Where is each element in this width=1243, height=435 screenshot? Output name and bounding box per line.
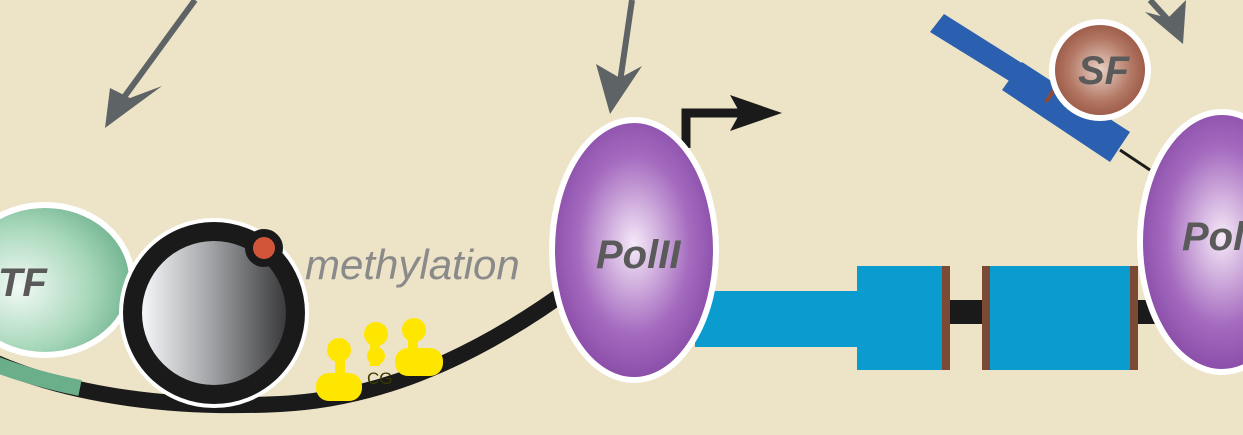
- arrow-icon: [596, 64, 642, 114]
- methyl-groups: [316, 318, 443, 401]
- nucleosome: [119, 218, 309, 408]
- transcription-start-arrow-icon: [681, 108, 740, 148]
- arrow-icon: [730, 95, 782, 131]
- methylation-label: methylation: [305, 241, 520, 288]
- arrow-icon: [105, 86, 162, 128]
- exon-2: [982, 266, 1138, 370]
- dna-strand-green-segment: [0, 357, 82, 396]
- polii-left-label: PolII: [596, 233, 681, 277]
- regulatory-arrow-middle: [596, 0, 642, 114]
- regulatory-arrow-left: [105, 0, 198, 128]
- methyl-group-icon: [395, 318, 443, 376]
- polii-right-label: PolI: [1182, 215, 1243, 259]
- polii-elongating: [1137, 109, 1243, 375]
- methyl-group-icon: [364, 322, 388, 366]
- tf-label: TF: [0, 261, 48, 305]
- splicing-factor: [1049, 19, 1151, 121]
- histone-modification-mark: [245, 229, 283, 267]
- methyl-group-icon: [316, 338, 362, 401]
- sf-label: SF: [1078, 49, 1131, 93]
- polii-promoter: [549, 117, 719, 383]
- exon-1: [695, 266, 950, 370]
- arrow-icon: [1145, 0, 1186, 44]
- regulatory-arrow-right: [1145, 0, 1186, 44]
- cg-label: CG: [367, 369, 393, 388]
